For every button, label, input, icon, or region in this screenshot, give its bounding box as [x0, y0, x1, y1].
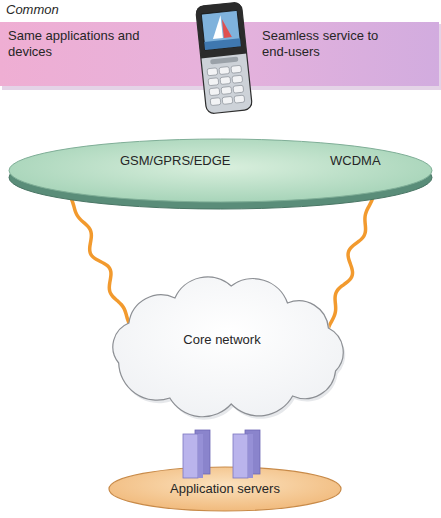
cloud-label: Core network	[88, 332, 356, 348]
phone-key	[209, 88, 220, 96]
radio-access-disc-outline	[8, 138, 433, 210]
banner-text: Same applications and devices	[8, 28, 158, 60]
phone-key	[233, 85, 244, 93]
phone-key	[207, 68, 218, 76]
access-label: WCDMA	[330, 153, 381, 169]
server-racks	[176, 428, 272, 484]
phone-key	[234, 95, 245, 103]
banner-text: Seamless service to end-users	[262, 28, 392, 60]
phone-key	[208, 78, 219, 86]
server-platform: Application servers	[108, 466, 342, 512]
phone-key	[232, 75, 243, 83]
group-heading: Common	[6, 2, 59, 18]
radio-link	[328, 199, 372, 328]
phone-key	[231, 65, 242, 73]
phone-key	[222, 96, 233, 104]
mobile-phone	[188, 0, 260, 118]
core-network-cloud: Core network	[88, 268, 356, 410]
platform-label: Application servers	[108, 481, 342, 497]
oval-outline	[109, 467, 341, 511]
phone-key	[219, 67, 230, 75]
radio-link	[72, 200, 129, 323]
phone-key	[221, 86, 232, 94]
access-label: GSM/GPRS/EDGE	[120, 153, 231, 169]
phone-key	[220, 76, 231, 84]
radio-access-disc: GSM/GPRS/EDGE WCDMA	[8, 138, 433, 210]
disc-top	[9, 139, 432, 202]
phone-key	[210, 98, 221, 106]
